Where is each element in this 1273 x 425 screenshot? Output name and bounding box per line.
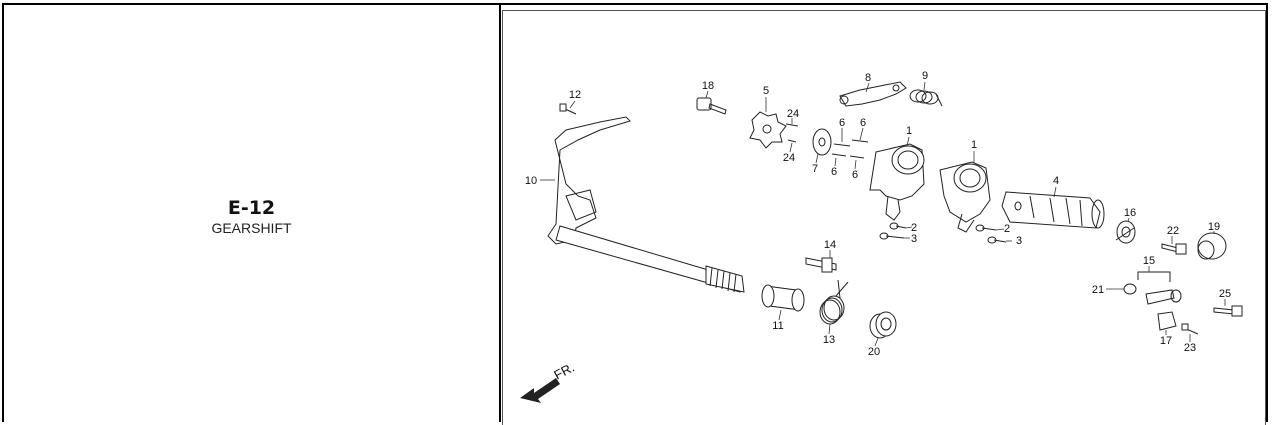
callout-2a: 2 [911, 222, 917, 234]
part-25-bolt [1213, 305, 1243, 317]
parts-diagram [502, 10, 1266, 425]
part-18-bolt [696, 97, 727, 115]
callout-labels: 1 1 2 2 3 3 4 5 6 6 6 6 7 8 9 10 11 12 1… [525, 70, 1231, 358]
section-code: E-12 [227, 197, 276, 219]
part-2-3-pins-right [975, 224, 1007, 244]
part-14-bolt [805, 257, 837, 273]
callout-24a: 24 [787, 108, 799, 120]
part-12-pin [559, 103, 577, 115]
callout-7: 7 [812, 163, 818, 175]
callout-6a: 6 [839, 117, 845, 129]
part-9-spring [909, 89, 943, 107]
part-5-stopper-plate [749, 111, 787, 149]
callout-25: 25 [1219, 288, 1231, 300]
callout-22: 22 [1167, 225, 1179, 237]
title-block: E-12 GEARSHIFT [4, 197, 499, 237]
callout-4: 4 [1053, 175, 1059, 187]
callout-5: 5 [763, 85, 769, 97]
callout-19: 19 [1208, 221, 1220, 233]
part-1-shift-fork-a [869, 143, 925, 221]
part-15-bracket [1137, 271, 1171, 282]
callout-13: 13 [823, 334, 835, 346]
callout-2b: 2 [1004, 223, 1010, 235]
part-20-bushing [869, 311, 897, 339]
part-19-cap [1197, 232, 1227, 260]
callout-18: 18 [702, 80, 714, 92]
part-4-shift-drum [1001, 191, 1105, 229]
callout-3b: 3 [1016, 235, 1022, 247]
callout-11: 11 [772, 320, 783, 332]
callout-24b: 24 [783, 152, 795, 164]
part-23-screw [1181, 323, 1199, 335]
callout-15: 15 [1143, 255, 1155, 267]
part-11-collar [761, 284, 805, 312]
panel-divider [499, 5, 501, 422]
callout-23: 23 [1184, 342, 1196, 354]
callout-17: 17 [1160, 335, 1172, 347]
title-panel: E-12 GEARSHIFT [4, 5, 499, 422]
part-8-stopper-arm [839, 81, 907, 107]
part-1-shift-fork-b [939, 161, 991, 233]
section-name: GEARSHIFT [211, 220, 292, 236]
part-10-gearshift-spindle [547, 116, 745, 293]
callout-10: 10 [525, 175, 537, 187]
callout-20: 20 [868, 346, 880, 358]
callout-6d: 6 [852, 169, 858, 181]
callout-6c: 6 [831, 166, 837, 178]
front-direction-arrow: FR. [520, 360, 577, 403]
callout-1b: 1 [971, 139, 977, 151]
callout-9: 9 [922, 70, 928, 82]
part-13-return-spring [819, 279, 849, 325]
callout-6b: 6 [860, 117, 866, 129]
part-22-bolt [1161, 243, 1187, 255]
callout-21: 21 [1092, 284, 1104, 296]
callout-14: 14 [824, 239, 836, 251]
leader-lines [540, 81, 1226, 347]
part-6-pins [831, 139, 869, 159]
page-frame: E-12 GEARSHIFT [2, 3, 1268, 425]
callout-3a: 3 [911, 233, 917, 245]
part-2-3-pins-left [879, 222, 907, 240]
part-24-pins [785, 123, 799, 143]
part-21-o-ring [1123, 283, 1137, 295]
callout-8: 8 [865, 72, 871, 84]
part-7-washer [812, 128, 832, 156]
part-16-bearing [1115, 220, 1136, 244]
callout-1a: 1 [906, 125, 912, 137]
callout-16: 16 [1124, 207, 1136, 219]
part-17-plate [1145, 289, 1182, 331]
callout-12: 12 [569, 89, 581, 101]
